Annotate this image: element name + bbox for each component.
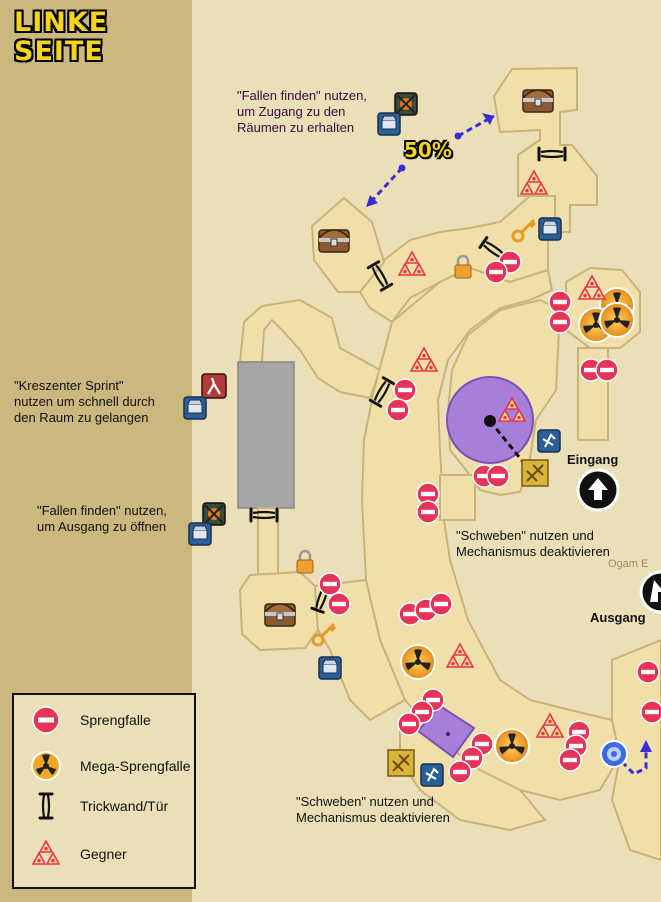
find-traps-skill-icon-bottom: [318, 656, 342, 680]
label-find-traps-left: "Fallen finden" nutzen, um Ausgang zu öf…: [37, 503, 167, 534]
label-levitate-mid: "Schweben" nutzen und Mechanismus deakti…: [456, 528, 610, 559]
levitate-skill-icon-bottom: [420, 763, 444, 787]
find-traps-skill-icon-right: [538, 217, 562, 241]
mega-sprengfalle-icon: [31, 751, 61, 781]
legend-row-mine: Sprengfalle: [14, 705, 194, 735]
dashed-arrows: [366, 113, 652, 776]
find-traps-icon-left: [202, 502, 226, 526]
legend-label-mega: Mega-Sprengfalle: [80, 758, 191, 774]
sprint-icon: [200, 372, 228, 400]
label-edge-text: Ogam E: [608, 558, 649, 570]
label-exit: Ausgang: [590, 610, 646, 625]
legend-label-enemy: Gegner: [80, 846, 127, 862]
lock-icon-2: [295, 549, 315, 575]
chest-icon-bottom-left: [264, 603, 296, 627]
title-line-2: SEITE: [14, 36, 104, 67]
teleport-marker-icon: [600, 740, 628, 768]
mechanism-icon-mid: [521, 459, 549, 487]
sprengfalle-icon: [32, 706, 60, 734]
levitate-skill-icon-mid: [537, 429, 561, 453]
chest-icon-top-left: [318, 229, 350, 253]
label-entrance: Eingang: [567, 452, 619, 467]
trickwand-icon: [38, 792, 54, 820]
legend-row-mega: Mega-Sprengfalle: [14, 751, 194, 781]
label-levitate-bottom: "Schweben" nutzen und Mechanismus deakti…: [296, 794, 450, 825]
exit-icon: [639, 570, 661, 614]
sprint-skill-icon: [183, 396, 207, 420]
gegner-icon: [26, 839, 66, 869]
find-traps-icon-top: [394, 92, 418, 116]
map-title: LINKE SEITE: [14, 8, 108, 66]
label-find-traps-top: "Fallen finden" nutzen, um Zugang zu den…: [237, 88, 367, 135]
find-traps-skill-icon-top: [377, 112, 401, 136]
legend-row-enemy: Gegner: [14, 839, 194, 869]
find-traps-skill-icon-left: [188, 522, 212, 546]
label-crescent-sprint: "Kreszenter Sprint" nutzen um schnell du…: [14, 378, 155, 425]
title-line-1: LINKE: [14, 7, 109, 38]
legend-label-mine: Sprengfalle: [80, 712, 151, 728]
entrance-icon: [576, 468, 620, 512]
legend-row-door: Trickwand/Tür: [14, 791, 194, 821]
percent-label: 50%: [404, 138, 452, 162]
legend-label-door: Trickwand/Tür: [80, 798, 169, 814]
mechanism-dot: [446, 732, 450, 736]
chest-icon-top-right: [522, 89, 554, 113]
legend: Sprengfalle Mega-Sprengfalle Trickwand/T…: [12, 693, 196, 889]
mechanism-icon-bottom: [387, 749, 415, 777]
